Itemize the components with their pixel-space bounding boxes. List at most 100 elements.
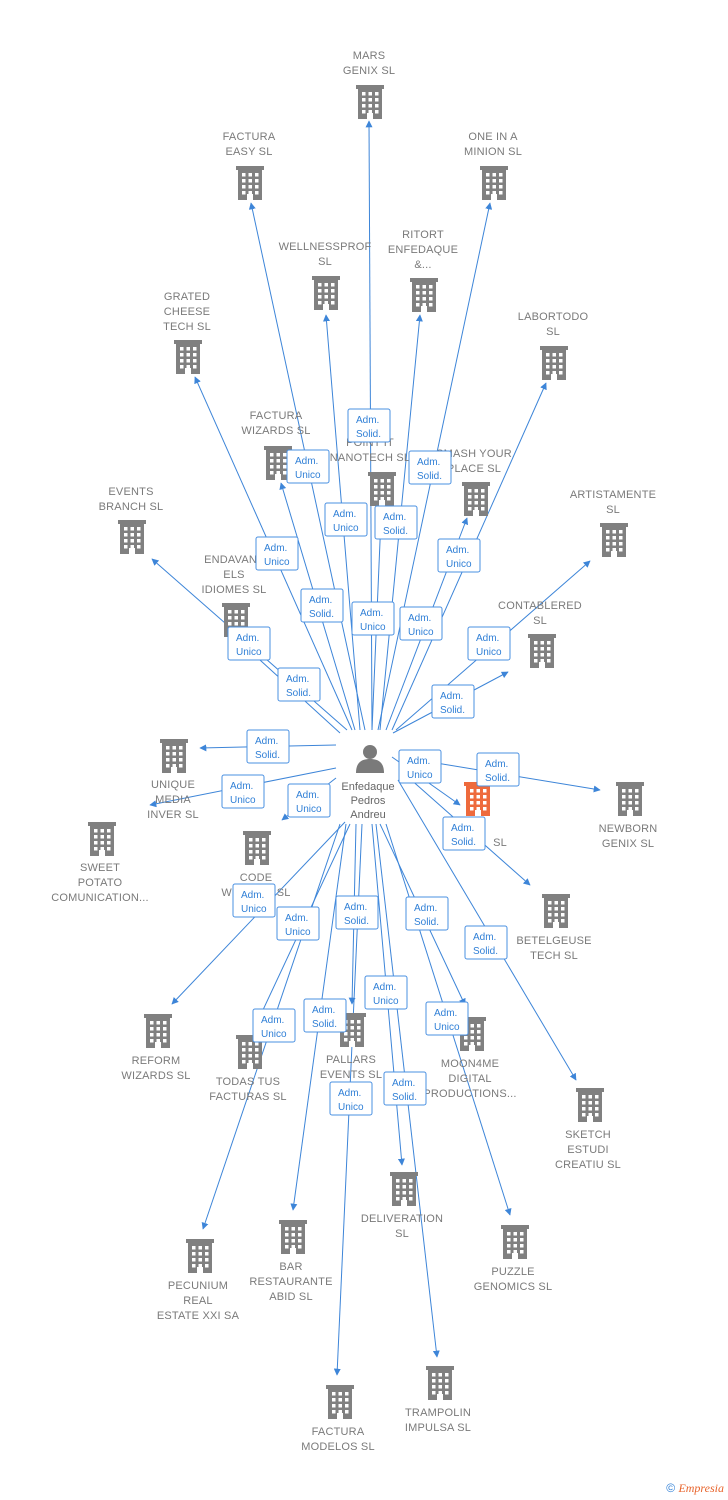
edge-label[interactable]: Adm.Solid.: [431, 684, 475, 719]
building-icon: [576, 1088, 604, 1122]
edge-label[interactable]: Adm.Solid.: [374, 505, 418, 540]
company-label: CODE: [240, 872, 273, 884]
company-label: EASY SL: [225, 146, 272, 158]
edge-label[interactable]: Adm.Solid.: [277, 667, 321, 702]
edge-label-type: Solid.: [356, 429, 381, 440]
building-icon: [264, 446, 292, 480]
company-label: GENIX SL: [343, 65, 395, 77]
edge-label[interactable]: Adm.Unico: [425, 1001, 469, 1036]
edge-label[interactable]: Adm.Solid.: [335, 895, 379, 930]
edge-label[interactable]: Adm.Unico: [286, 449, 330, 484]
edge-label-type: Solid.: [309, 609, 334, 620]
company-node-ritort[interactable]: RITORTENFEDAQUE&...: [388, 229, 458, 312]
company-label: MINION SL: [464, 146, 522, 158]
company-label: DELIVERATION: [361, 1213, 443, 1225]
edge-label[interactable]: Adm.Unico: [398, 749, 442, 784]
edge-label-type: Solid.: [485, 773, 510, 784]
edge-label[interactable]: Adm.Unico: [351, 601, 395, 636]
edge-label[interactable]: Adm.Unico: [221, 774, 265, 809]
edge-label-type: Solid.: [344, 916, 369, 927]
building-icon: [390, 1172, 418, 1206]
company-label: EVENTS SL: [320, 1069, 382, 1081]
company-label: MARS: [353, 50, 386, 62]
company-node-mars[interactable]: MARS GENIX SL: [343, 50, 395, 119]
building-icon: [480, 166, 508, 200]
copyright-icon: ©: [666, 1481, 676, 1495]
edge-label[interactable]: Adm.Solid.: [383, 1071, 427, 1106]
edge-label[interactable]: Adm.Unico: [324, 502, 368, 537]
edge-label[interactable]: Adm.Unico: [276, 906, 320, 941]
edge-label[interactable]: Adm.Unico: [364, 975, 408, 1010]
company-label: FACTURA: [312, 1426, 365, 1438]
person-name-line-1: Enfedaque: [341, 781, 394, 793]
building-icon: [186, 1239, 214, 1273]
company-node-highlight[interactable]: SL: [464, 782, 507, 849]
edge-label-role: Adm.: [417, 457, 440, 468]
edge-label[interactable]: Adm.Solid.: [347, 408, 391, 443]
edge-label[interactable]: Adm.Solid.: [464, 925, 508, 960]
edge-label-role: Adm.: [255, 736, 278, 747]
edge-label[interactable]: Adm.Solid.: [442, 816, 486, 851]
edge-label[interactable]: Adm.Unico: [287, 783, 331, 818]
edge-label[interactable]: Adm.Unico: [232, 883, 276, 918]
company-label: PECUNIUM: [168, 1280, 228, 1292]
company-label: LABORTODO: [518, 311, 589, 323]
edge-label[interactable]: Adm.Unico: [399, 606, 443, 641]
company-label: ARTISTAMENTE: [570, 489, 656, 501]
edge-label-role: Adm.: [230, 781, 253, 792]
edge-label-role: Adm.: [434, 1008, 457, 1019]
edge-label[interactable]: Adm.Unico: [227, 626, 271, 661]
edge-label-role: Adm.: [414, 903, 437, 914]
edge-label[interactable]: Adm.Unico: [255, 536, 299, 571]
edge-label[interactable]: Adm.Unico: [252, 1008, 296, 1043]
edge-label[interactable]: Adm.Unico: [329, 1081, 373, 1116]
edge-label[interactable]: Adm.Solid.: [300, 588, 344, 623]
edge-label[interactable]: Adm.Solid.: [246, 729, 290, 764]
company-label: PALLARS: [326, 1054, 376, 1066]
building-icon: [616, 782, 644, 816]
edge-label-type: Unico: [296, 804, 322, 815]
company-label: PLACE SL: [447, 463, 501, 475]
edge-label-type: Solid.: [414, 917, 439, 928]
company-node-sweet_potato[interactable]: SWEETPOTATOCOMUNICATION...: [51, 822, 149, 904]
building-icon: [368, 472, 396, 506]
company-label: REAL: [183, 1295, 213, 1307]
center-person[interactable]: Enfedaque Pedros Andreu: [341, 745, 395, 821]
footer-brand[interactable]: © Empresia: [666, 1481, 724, 1496]
building-icon: [462, 482, 490, 516]
edge-label-role: Adm.: [408, 613, 431, 624]
building-icon: [160, 739, 188, 773]
edge-label[interactable]: Adm. Solid.: [405, 896, 449, 931]
edge-label[interactable]: Adm.Unico: [467, 626, 511, 661]
edge-label[interactable]: Adm.Solid.: [408, 450, 452, 485]
company-label: CONTABLERED: [498, 600, 582, 612]
building-icon: [426, 1366, 454, 1400]
edge-label-role: Adm.: [476, 633, 499, 644]
edge-label[interactable]: Adm.Solid.: [303, 998, 347, 1033]
edge-label[interactable]: Adm.Unico: [437, 538, 481, 573]
edge-label[interactable]: Adm.Solid.: [476, 752, 520, 787]
